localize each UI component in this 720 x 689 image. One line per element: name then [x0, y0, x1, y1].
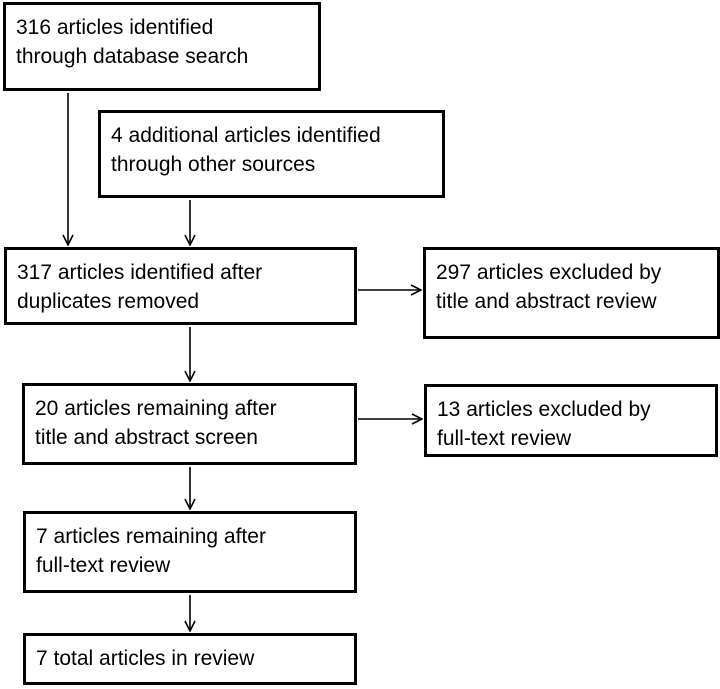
remaining-after-full-text-box: 7 articles remaining after full-text rev…: [23, 511, 357, 593]
excluded-title-abstract-box: 297 articles excluded by title and abstr…: [423, 247, 720, 339]
remaining-after-screen-box: 20 articles remaining after title and ab…: [22, 383, 357, 465]
database-search-box: 316 articles identified through database…: [3, 2, 321, 91]
excluded-full-text-box: 13 articles excluded by full-text review: [424, 384, 718, 457]
other-sources-box: 4 additional articles identified through…: [98, 110, 445, 198]
duplicates-removed-box: 317 articles identified after duplicates…: [4, 247, 357, 325]
total-in-review-box: 7 total articles in review: [23, 633, 357, 685]
